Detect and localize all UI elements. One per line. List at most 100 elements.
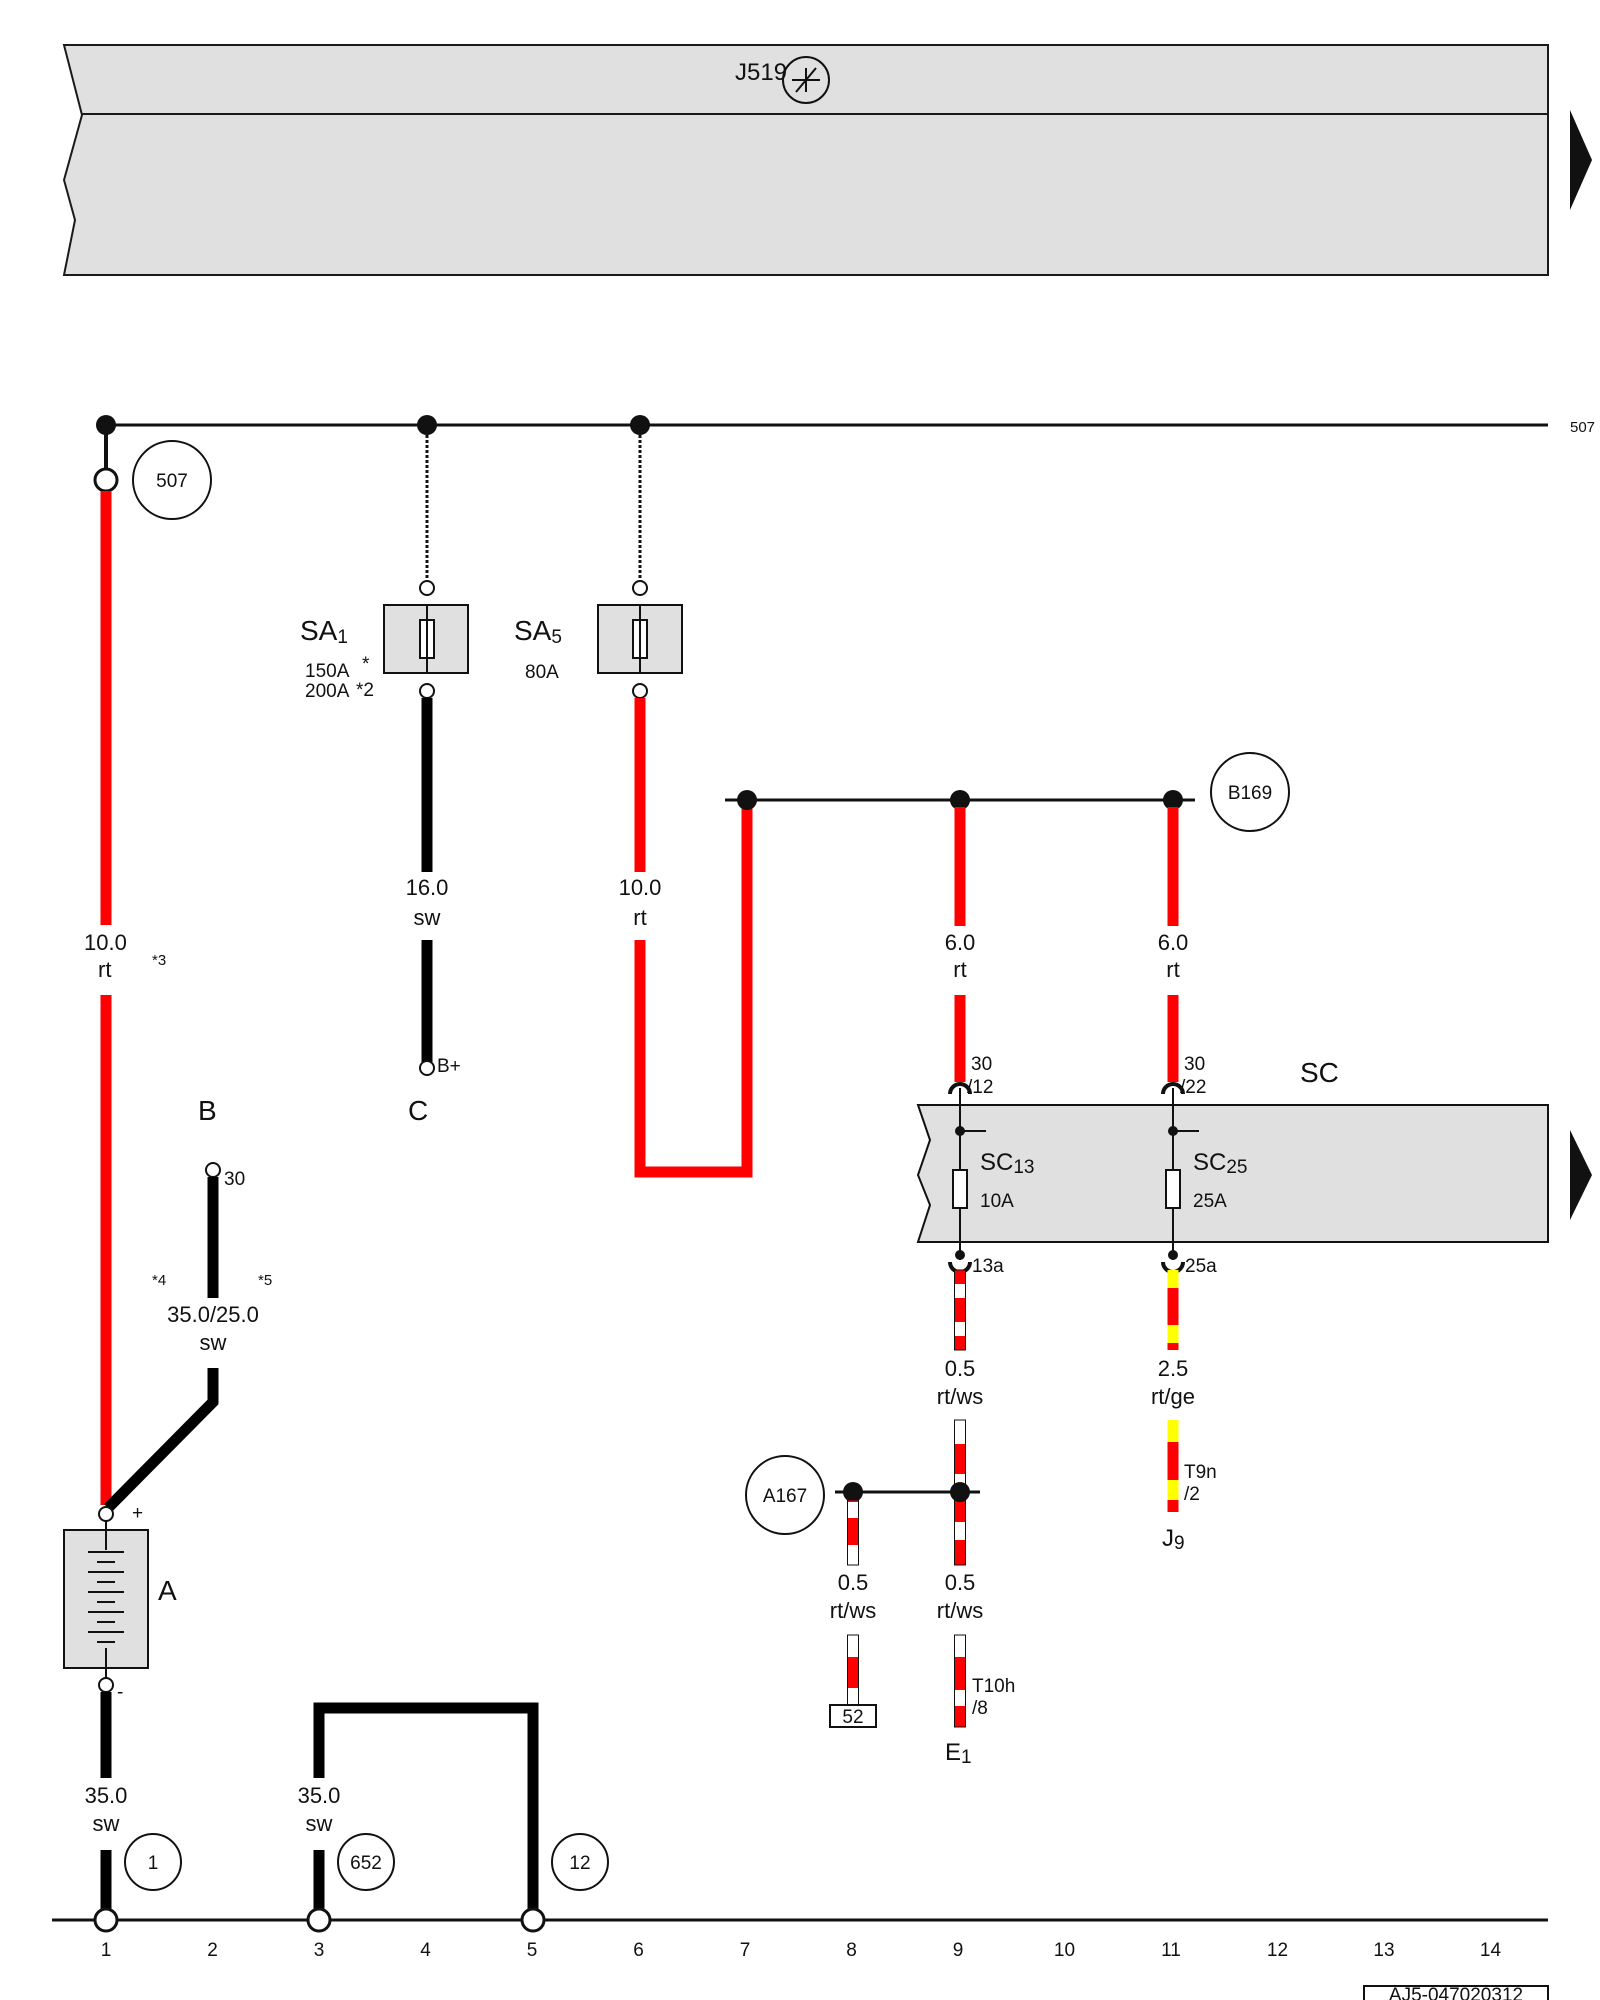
column-number: 4 [420, 1940, 431, 1961]
doc-id-box: AJ5-047020312 [1363, 1985, 1549, 2000]
wire-col6-gauge: 10.0 [619, 875, 662, 900]
module-j519-label: J519 [735, 59, 787, 86]
component-j9-label: J9 [1162, 1525, 1185, 1554]
wire-col9b-gauge: 0.5 [945, 1356, 976, 1381]
continuation-arrow-sc [1570, 1130, 1592, 1220]
e1-conn-top: T10h [972, 1676, 1015, 1697]
component-c-label: C [408, 1095, 428, 1126]
fuse-sa1-rating1: 150A [305, 661, 350, 682]
splice-a167 [835, 1482, 980, 1502]
wire-b-gauge: 35.0/25.0 [167, 1302, 259, 1327]
wire-col11-gauge: 6.0 [1158, 930, 1189, 955]
sc-pin1-out: 13a [972, 1256, 1004, 1277]
wire-col1-gauge: 10.0 [84, 930, 127, 955]
fuse-sa1-star2: *2 [356, 680, 374, 701]
continuation-arrow-top [1570, 110, 1592, 210]
fuse-sa5-rating: 80A [525, 662, 559, 683]
svg-text:507: 507 [156, 471, 188, 492]
component-c-pin: B+ [437, 1056, 461, 1077]
fuse-sa1: SA1 150A * 200A *2 [300, 425, 469, 702]
battery-minus: - [117, 1682, 123, 1703]
column-number: 7 [740, 1940, 751, 1961]
component-b-label: B [198, 1095, 217, 1126]
column-number: 12 [1267, 1940, 1288, 1961]
wire-col9c-color: rt/ws [937, 1598, 983, 1623]
wire-ground-col3: 35.0 sw [298, 1702, 539, 1910]
wire-col11b-gauge: 2.5 [1158, 1356, 1189, 1381]
ground-symbol-icon [782, 56, 830, 104]
svg-text:A167: A167 [763, 1486, 807, 1507]
sc-pin1-bot: /12 [967, 1077, 993, 1098]
wire-col9-gauge: 6.0 [945, 930, 976, 955]
fuse-sa5-label: SA5 [514, 615, 562, 648]
wire-g3-gauge: 35.0 [298, 1783, 341, 1808]
j9-conn-top: T9n [1184, 1462, 1217, 1483]
ref-circle-12: 12 [551, 1833, 609, 1891]
wire-col11b-color: rt/ge [1151, 1384, 1195, 1409]
fuse-sc13-label: SC13 [980, 1149, 1034, 1178]
sc-pin2-out: 25a [1185, 1256, 1217, 1277]
battery-label: A [158, 1575, 177, 1606]
wire-col11-red: 6.0 rt [1158, 807, 1189, 1082]
wire-col1-note: *3 [152, 952, 166, 969]
wire-b-note-right: *5 [258, 1272, 272, 1289]
battery-plus: + [132, 1503, 143, 1524]
wire-col4-gauge: 16.0 [406, 875, 449, 900]
wire-col11-color: rt [1166, 957, 1179, 982]
wire-col8c-color: rt/ws [830, 1598, 876, 1623]
splice-b169 [725, 790, 1195, 810]
wire-col9-lower: 0.5 rt/ws T10h /8 E1 [937, 1570, 1016, 1768]
fuse-sc25-rating: 25A [1193, 1191, 1227, 1212]
battery-a: + A - [63, 1503, 177, 1703]
wire-col4-color: sw [414, 905, 441, 930]
fuse-sc25-label: SC25 [1193, 1149, 1247, 1178]
fuse-sa1-label: SA1 [300, 615, 348, 648]
column-number: 14 [1480, 1940, 1502, 1961]
fuse-sa1-star1: * [362, 654, 370, 675]
column-number: 10 [1054, 1940, 1075, 1961]
column-number: 8 [846, 1940, 857, 1961]
wire-col6-red: 10.0 rt [619, 698, 753, 1178]
ref-circle-b169: B169 [1210, 752, 1290, 832]
wire-col9-color: rt [953, 957, 966, 982]
wire-ground-col1: 35.0 sw [85, 1692, 127, 1910]
sc-pin2-top: 30 [1184, 1054, 1205, 1075]
fuse-box-sc-label: SC [1300, 1057, 1339, 1088]
component-b: B 30 *4 *5 35.0/25.0 sw [104, 1095, 272, 1512]
wire-col6-color: rt [633, 905, 646, 930]
fuse-box-sc: SC 30 /12 30 /22 SC13 10A SC25 25A 13a 2… [916, 1054, 1592, 1277]
wire-col9-red: 6.0 rt [945, 807, 976, 1082]
wire-col1-red: 10.0 rt *3 [84, 425, 166, 1505]
fuse-sc13-rating: 10A [980, 1191, 1014, 1212]
component-e1-label: E1 [945, 1739, 972, 1768]
wire-col9c-gauge: 0.5 [945, 1570, 976, 1595]
column-number: 1 [101, 1940, 112, 1961]
column-number: 13 [1373, 1940, 1394, 1961]
ref-circle-1: 1 [124, 1833, 182, 1891]
wire-g1-color: sw [93, 1811, 120, 1836]
column-number: 5 [527, 1940, 538, 1961]
wire-col9-rt-ws: 0.5 rt/ws [937, 1269, 983, 1566]
svg-text:1: 1 [148, 1853, 159, 1874]
module-j519: J519 [62, 44, 1592, 276]
wire-b-color: sw [200, 1330, 227, 1355]
wire-col1-color: rt [98, 957, 111, 982]
svg-text:652: 652 [350, 1853, 382, 1874]
svg-text:B169: B169 [1228, 783, 1272, 804]
wire-col11-rt-ge: 2.5 rt/ge T9n /2 J9 [1151, 1270, 1217, 1554]
e1-conn-bot: /8 [972, 1698, 988, 1719]
ground-bar [52, 1907, 1548, 1933]
column-number: 11 [1161, 1940, 1181, 1961]
busbar-30: 507 [96, 415, 1595, 436]
column-number: 6 [633, 1940, 644, 1961]
column-number: 9 [953, 1940, 964, 1961]
fuse-sa1-rating2: 200A [305, 681, 350, 702]
column-number: 3 [314, 1940, 325, 1961]
wire-col8-rt-ws: 0.5 rt/ws 52 [829, 1499, 877, 1728]
ref-box-52: 52 [842, 1707, 863, 1728]
wire-col4-black: 16.0 sw B+ C [406, 698, 461, 1126]
component-b-pin: 30 [224, 1169, 245, 1190]
column-number: 2 [207, 1940, 218, 1961]
